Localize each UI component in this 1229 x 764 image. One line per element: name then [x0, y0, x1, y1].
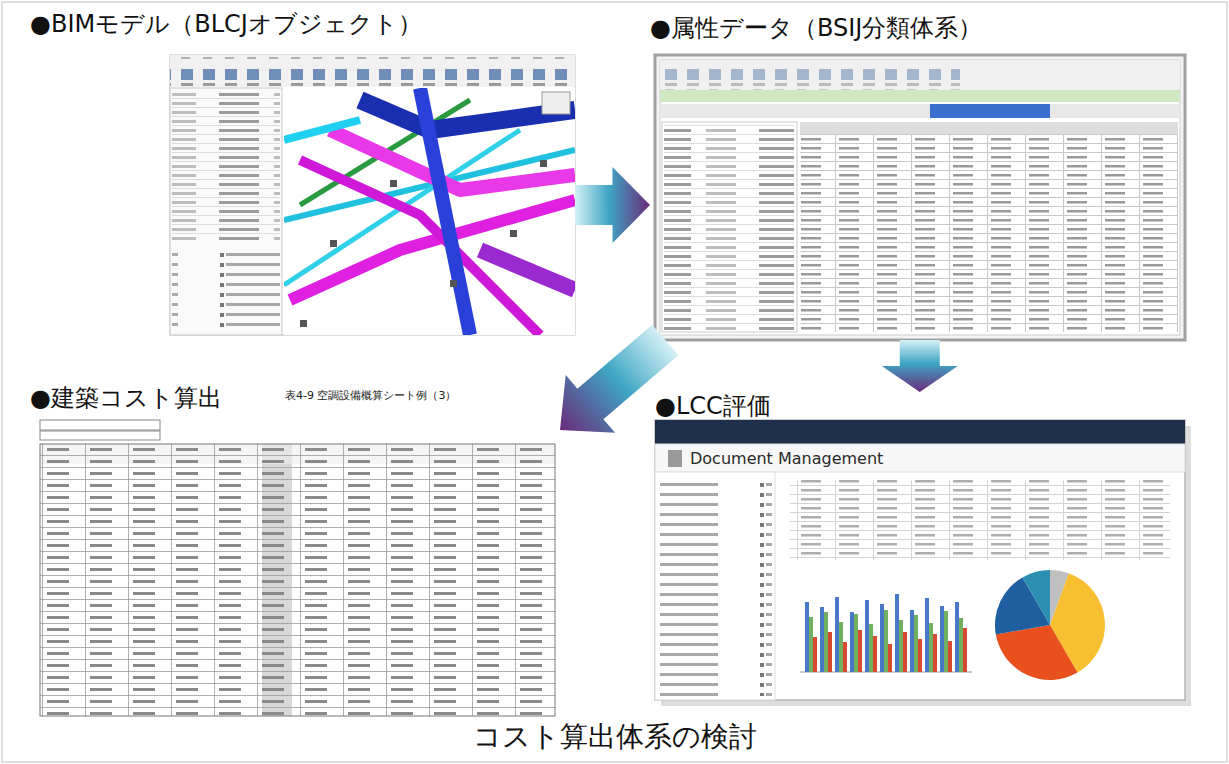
lcc-dashboard-screenshot	[895, 594, 899, 672]
lcc-dashboard-screenshot	[858, 630, 862, 672]
lcc-dashboard-screenshot	[914, 615, 918, 672]
panel-node: ●BIMモデル（BLCJオブジェクト）	[20, 8, 575, 338]
lcc-dashboard-screenshot	[854, 614, 858, 672]
lcc-dashboard-screenshot	[880, 604, 884, 672]
lcc-dashboard-screenshot	[655, 420, 1191, 706]
panel-node: ●建築コスト算出	[20, 380, 560, 722]
bim-screenshot	[390, 180, 397, 187]
lcc-dashboard-screenshot	[660, 478, 772, 696]
cost-sheet-screenshot	[40, 420, 160, 430]
bim-screenshot	[300, 320, 307, 327]
lcc-dashboard-screenshot	[899, 620, 903, 672]
bim-screenshot	[172, 92, 280, 242]
bim-screenshot	[170, 88, 282, 335]
lcc-dashboard-screenshot	[813, 637, 817, 672]
lcc-dashboard-screenshot	[839, 622, 843, 672]
lcc-dashboard-screenshot	[668, 450, 682, 467]
bim-screenshot	[450, 280, 457, 287]
flow-arrow	[575, 167, 650, 243]
attribute-spreadsheet-screenshot	[660, 60, 960, 90]
lcc-dashboard-screenshot	[843, 642, 847, 672]
lcc-dashboard-screenshot	[910, 610, 914, 672]
bim-screenshot	[290, 200, 575, 300]
lcc-dashboard-screenshot	[903, 632, 907, 672]
lcc-dashboard-screenshot	[869, 624, 873, 672]
lcc-dashboard-screenshot	[933, 634, 937, 672]
bim-screenshot	[510, 230, 517, 237]
lcc-dashboard-screenshot	[963, 628, 967, 672]
panel-heading: ●属性データ（BSIJ分類体系）	[650, 14, 982, 43]
attribute-spreadsheet-screenshot	[662, 122, 797, 332]
bim-screenshot	[420, 88, 470, 335]
bim-screenshot	[170, 55, 575, 335]
lcc-dashboard-screenshot	[809, 617, 813, 672]
lcc-dashboard-screenshot	[820, 607, 824, 672]
lcc-dashboard-screenshot	[835, 597, 839, 672]
bim-screenshot	[540, 160, 547, 167]
diagram-caption: コスト算出体系の検討	[0, 720, 1229, 754]
lcc-dashboard-screenshot	[655, 444, 1185, 472]
attribute-spreadsheet-screenshot	[660, 60, 1180, 335]
lcc-dashboard-screenshot	[850, 612, 854, 672]
lcc-dashboard-screenshot	[944, 611, 948, 672]
lcc-dashboard-screenshot	[940, 606, 944, 672]
lcc-dashboard-screenshot	[995, 570, 1105, 680]
attribute-spreadsheet-screenshot	[800, 122, 1178, 332]
app-title: Document Management	[690, 449, 883, 468]
lcc-dashboard-screenshot	[888, 644, 892, 672]
lcc-dashboard-screenshot	[929, 623, 933, 672]
cost-sheet-screenshot	[40, 444, 555, 716]
bim-screenshot	[284, 88, 575, 335]
lcc-dashboard-screenshot	[865, 600, 869, 672]
lcc-dashboard-screenshot	[925, 598, 929, 672]
panel-heading: ●建築コスト算出	[30, 384, 222, 413]
attribute-spreadsheet-screenshot	[660, 60, 1180, 90]
lcc-dashboard-screenshot	[996, 625, 1078, 680]
bim-screenshot	[542, 92, 570, 114]
bim-screenshot	[284, 88, 575, 335]
lcc-dashboard-screenshot	[805, 594, 967, 672]
bim-screenshot	[170, 55, 575, 87]
attribute-spreadsheet-screenshot	[655, 55, 1185, 340]
bim-screenshot	[172, 250, 280, 330]
bim-screenshot	[480, 250, 575, 290]
lcc-dashboard-screenshot	[790, 480, 1170, 560]
bim-screenshot	[330, 130, 575, 190]
lcc-dashboard-screenshot	[655, 420, 1185, 444]
lcc-dashboard-screenshot	[884, 610, 888, 672]
bim-screenshot	[330, 240, 337, 247]
attribute-spreadsheet-screenshot	[655, 55, 1185, 340]
attribute-spreadsheet-screenshot	[660, 104, 1180, 118]
panel-heading: ●BIMモデル（BLCJオブジェクト）	[30, 10, 422, 39]
cost-sheet-screenshot	[40, 420, 555, 720]
bim-screenshot	[170, 55, 575, 87]
lcc-dashboard-screenshot	[959, 618, 963, 672]
lcc-dashboard-screenshot	[655, 420, 1185, 700]
attribute-spreadsheet-screenshot	[664, 125, 794, 330]
lcc-dashboard-screenshot	[918, 639, 922, 672]
panel-node: ●属性データ（BSIJ分類体系）	[650, 8, 1195, 340]
sheet-title: 表4-9 空調設備概算シート例（3）	[285, 389, 456, 402]
lcc-dashboard-screenshot	[805, 602, 809, 672]
lcc-dashboard-screenshot	[828, 632, 832, 672]
panel-node: ●LCC評価	[650, 392, 1195, 708]
attribute-spreadsheet-screenshot	[660, 90, 1180, 102]
lcc-dashboard-screenshot	[655, 472, 775, 700]
attribute-spreadsheet-screenshot	[800, 122, 1178, 134]
bim-screenshot	[170, 55, 575, 335]
cost-sheet-screenshot	[40, 431, 160, 440]
lcc-dashboard-screenshot	[948, 641, 952, 672]
panel-heading: ●LCC評価	[655, 392, 771, 421]
cost-sheet-screenshot	[40, 420, 555, 720]
lcc-dashboard-screenshot	[955, 602, 959, 672]
lcc-dashboard-screenshot	[824, 612, 828, 672]
flow-arrow	[882, 340, 958, 392]
lcc-dashboard-screenshot	[1023, 570, 1051, 625]
attribute-spreadsheet-screenshot	[930, 104, 1050, 118]
lcc-dashboard-screenshot	[873, 636, 877, 672]
bim-screenshot	[284, 120, 360, 140]
